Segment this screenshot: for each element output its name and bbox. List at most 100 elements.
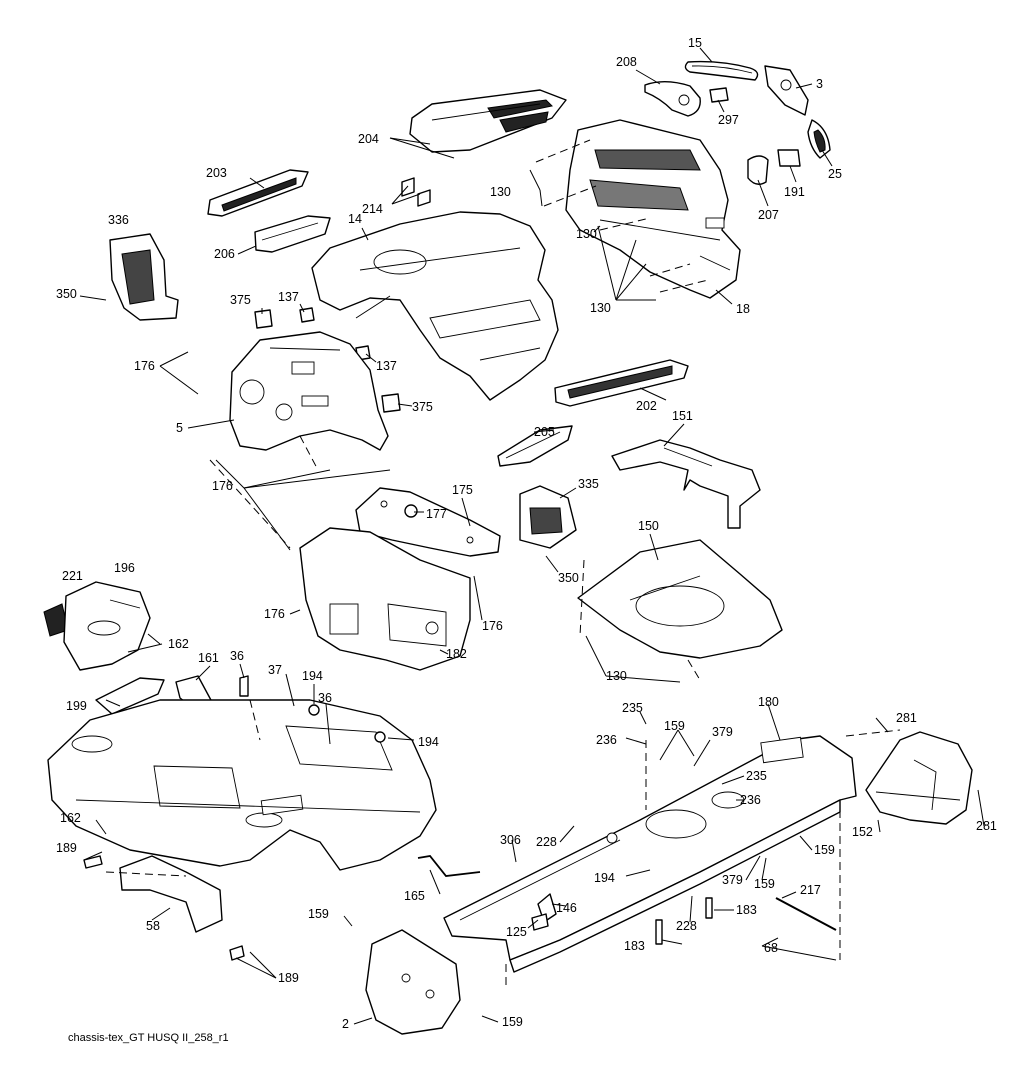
part-217-rod xyxy=(775,897,837,931)
callout-161: 161 xyxy=(198,651,219,665)
callout-205: 205 xyxy=(534,425,555,439)
callout-236b: 236 xyxy=(740,793,761,807)
callout-37: 37 xyxy=(268,663,282,677)
part-165-rod xyxy=(417,855,481,877)
callout-162b: 162 xyxy=(60,811,81,825)
callout-68: 68 xyxy=(764,941,778,955)
callout-182: 182 xyxy=(446,647,467,661)
callout-217: 217 xyxy=(800,883,821,897)
callout-194c: 194 xyxy=(594,871,615,885)
part-2-bracket xyxy=(365,929,461,1035)
leader-lines xyxy=(79,47,985,1025)
callout-159e: 159 xyxy=(502,1015,523,1029)
part-375-block-a xyxy=(254,309,273,329)
callout-204: 204 xyxy=(358,132,379,146)
callout-159c: 159 xyxy=(754,877,775,891)
callout-159d: 159 xyxy=(308,907,329,921)
callout-2: 2 xyxy=(342,1017,349,1031)
callout-379b: 379 xyxy=(722,873,743,887)
part-36-bolt xyxy=(239,675,249,697)
callout-350a: 350 xyxy=(56,287,77,301)
callout-159b: 159 xyxy=(814,843,835,857)
callout-297: 297 xyxy=(718,113,739,127)
part-214-clip xyxy=(401,177,431,207)
callout-189a: 189 xyxy=(56,841,77,855)
part-196-pod xyxy=(63,581,151,671)
callout-228a: 228 xyxy=(536,835,557,849)
part-177-knob xyxy=(404,504,418,518)
callout-5: 5 xyxy=(176,421,183,435)
callout-206: 206 xyxy=(214,247,235,261)
part-194-nut xyxy=(308,704,320,716)
callout-151: 151 xyxy=(672,409,693,423)
part-189-bolts xyxy=(83,855,245,961)
callout-194b: 194 xyxy=(418,735,439,749)
part-25-lens xyxy=(807,119,831,159)
callout-137b: 137 xyxy=(376,359,397,373)
part-3-panel xyxy=(764,65,809,116)
callout-191: 191 xyxy=(784,185,805,199)
part-125-block xyxy=(531,913,549,931)
callout-335: 335 xyxy=(578,477,599,491)
assembly-lines xyxy=(105,139,901,990)
callout-194a: 194 xyxy=(302,669,323,683)
callout-375b: 375 xyxy=(412,400,433,414)
part-208-bracket xyxy=(644,81,701,117)
part-204-hood-cover xyxy=(409,89,567,153)
callout-176d: 176 xyxy=(482,619,503,633)
callout-162a: 162 xyxy=(168,637,189,651)
callout-196: 196 xyxy=(114,561,135,575)
diagram-caption: chassis-tex_GT HUSQ II_258_r1 xyxy=(68,1032,229,1044)
callout-125: 125 xyxy=(506,925,527,939)
part-175-plate xyxy=(355,487,501,557)
part-375-block-b xyxy=(381,393,401,413)
callout-177: 177 xyxy=(426,507,447,521)
callout-130c: 130 xyxy=(590,301,611,315)
callout-18: 18 xyxy=(736,302,750,316)
callout-176b: 176 xyxy=(212,479,233,493)
callout-183a: 183 xyxy=(736,903,757,917)
part-207-bulb xyxy=(747,155,769,185)
callout-25: 25 xyxy=(828,167,842,181)
callout-150: 150 xyxy=(638,519,659,533)
callout-207: 207 xyxy=(758,208,779,222)
callout-221: 221 xyxy=(62,569,83,583)
callout-180: 180 xyxy=(758,695,779,709)
callout-176a: 176 xyxy=(134,359,155,373)
callout-159a: 159 xyxy=(664,719,685,733)
part-191-socket xyxy=(777,149,801,167)
callout-58: 58 xyxy=(146,919,160,933)
callout-130d: 130 xyxy=(606,669,627,683)
callout-130b: 130 xyxy=(576,227,597,241)
callout-236a: 236 xyxy=(596,733,617,747)
callout-175: 175 xyxy=(452,483,473,497)
callout-214: 214 xyxy=(362,202,383,216)
part-14-hood xyxy=(311,211,559,401)
callout-235b: 235 xyxy=(746,769,767,783)
callout-14: 14 xyxy=(348,212,362,226)
part-202-grille xyxy=(554,359,689,407)
callout-183b: 183 xyxy=(624,939,645,953)
callout-165: 165 xyxy=(404,889,425,903)
part-199-trim xyxy=(95,677,165,715)
callout-379a: 379 xyxy=(712,725,733,739)
callout-15: 15 xyxy=(688,36,702,50)
callout-36b: 36 xyxy=(318,691,332,705)
callout-202: 202 xyxy=(636,399,657,413)
part-206-grille xyxy=(254,215,331,253)
part-5-dash-panel xyxy=(229,331,389,451)
callout-336: 336 xyxy=(108,213,129,227)
part-151-bracket xyxy=(611,439,761,529)
callout-208: 208 xyxy=(616,55,637,69)
callout-36a: 36 xyxy=(230,649,244,663)
callout-labels: 15 208 3 297 25 191 207 204 203 214 14 1… xyxy=(56,36,997,1031)
callout-235a: 235 xyxy=(622,701,643,715)
callout-306: 306 xyxy=(500,833,521,847)
part-205-trim xyxy=(497,425,573,467)
callout-137a: 137 xyxy=(278,290,299,304)
part-37-fender xyxy=(47,699,437,871)
callout-228b: 228 xyxy=(676,919,697,933)
part-18-front-grille xyxy=(565,119,741,299)
part-183-bolts xyxy=(655,897,713,945)
